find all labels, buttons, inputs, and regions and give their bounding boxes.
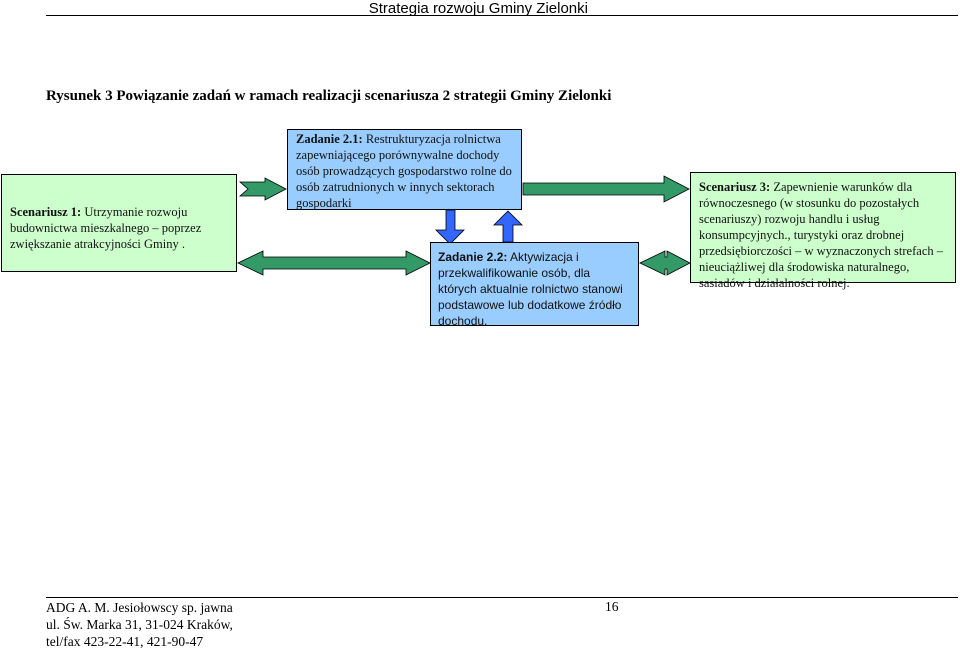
task-2-2-label: Zadanie 2.2: <box>438 250 508 264</box>
arrow-s1-to-z21 <box>238 177 287 201</box>
arrow-z22-s3 <box>639 250 691 276</box>
footer-street: ul. Św. Marka 31, 31-024 Kraków, <box>46 617 233 632</box>
page-header: Strategia rozwoju Gminy Zielonki <box>0 0 960 17</box>
footer-rule <box>46 597 958 598</box>
task-2-1-box: Zadanie 2.1: Restrukturyzacja rolnictwa … <box>287 129 522 210</box>
page-number: 16 <box>605 599 619 614</box>
arrow-s1-z22 <box>237 250 431 276</box>
scenario-3-box: Scenariusz 3: Zapewnienie warunków dla r… <box>690 172 956 290</box>
scenario-3-label: Scenariusz 3: <box>699 180 771 194</box>
scenario-1-box: Scenariusz 1: Utrzymanie rozwoju budowni… <box>1 174 237 272</box>
task-2-2-box: Zadanie 2.2: Aktywizacja i przekwalifiko… <box>430 242 639 328</box>
arrow-up-z22-z21 <box>493 210 523 243</box>
task-2-1-text: Restrukturyzacja rolnictwa zapewniająceg… <box>296 132 512 210</box>
task-2-2-text: Aktywizacja i przekwalifikowanie osób, d… <box>438 250 623 328</box>
footer-address: ADG A. M. Jesiołowscy sp. jawna ul. Św. … <box>46 599 233 650</box>
scenario-1-text: Utrzymanie rozwoju budownictwa mieszkaln… <box>10 205 202 251</box>
figure-title: Rysunek 3 Powiązanie zadań w ramach real… <box>46 88 612 104</box>
scenario-3-text: Zapewnienie warunków dla równoczesnego (… <box>699 180 943 290</box>
arrow-down-z21-z22 <box>435 209 465 245</box>
header-rule <box>46 15 958 16</box>
scenario-1-label: Scenariusz 1: <box>10 205 82 219</box>
arrow-z21-to-s3 <box>522 175 690 203</box>
footer-company: ADG A. M. Jesiołowscy sp. jawna <box>46 600 233 615</box>
task-2-1-label: Zadanie 2.1: <box>296 132 363 146</box>
header-title: Strategia rozwoju Gminy Zielonki <box>368 0 588 17</box>
